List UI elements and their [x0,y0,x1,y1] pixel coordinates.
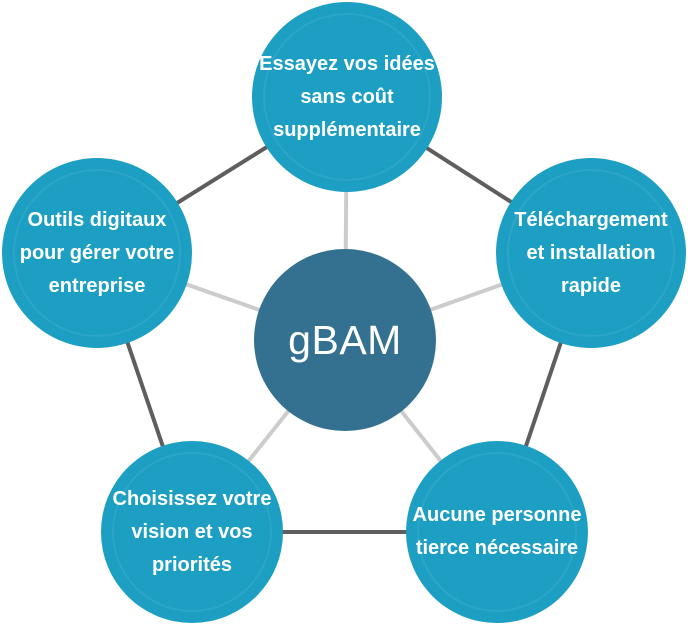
node-bottomright-line1: Aucune personne [412,504,582,526]
node-top-line3: supplémentaire [273,118,421,141]
center-node-label: gBAM [288,316,402,363]
node-download-install: Téléchargement et installation rapide [496,158,686,348]
node-bottomleft-line2: vision et vos [131,520,253,543]
node-digital-tools-label: Outils digitaux pour gérer votre entrepr… [20,204,174,303]
node-try-ideas-free: Essayez vos idées sans coût supplémentai… [252,2,442,192]
node-download-install-label: Téléchargement et installation rapide [514,204,667,303]
node-choose-vision-label: Choisissez votre vision et vos priorités [113,483,272,582]
node-choose-vision: Choisissez votre vision et vos priorités [101,441,283,623]
node-no-third-party-label: Aucune personne tierce nécessaire [413,499,582,565]
node-no-third-party: Aucune personne tierce nécessaire [406,441,588,623]
node-left-line2: pour gérer votre [19,241,175,264]
center-node-gbam: gBAM [254,249,436,431]
node-right-line1: Téléchargement [514,208,668,231]
node-bottomleft-line3: priorités [151,553,232,576]
node-bottomright-line2: tierce nécessaire [415,537,579,559]
node-left-line3: entreprise [48,274,146,297]
node-right-line3: rapide [560,274,621,297]
node-right-line2: et installation [526,241,656,264]
node-top-line2: sans coût [300,85,394,108]
node-digital-tools: Outils digitaux pour gérer votre entrepr… [2,158,192,348]
node-top-line1: Essayez vos idées [259,52,435,75]
node-bottomleft-line1: Choisissez votre [112,487,272,510]
node-try-ideas-free-label: Essayez vos idées sans coût supplémentai… [259,48,435,147]
node-left-line1: Outils digitaux [27,208,167,231]
